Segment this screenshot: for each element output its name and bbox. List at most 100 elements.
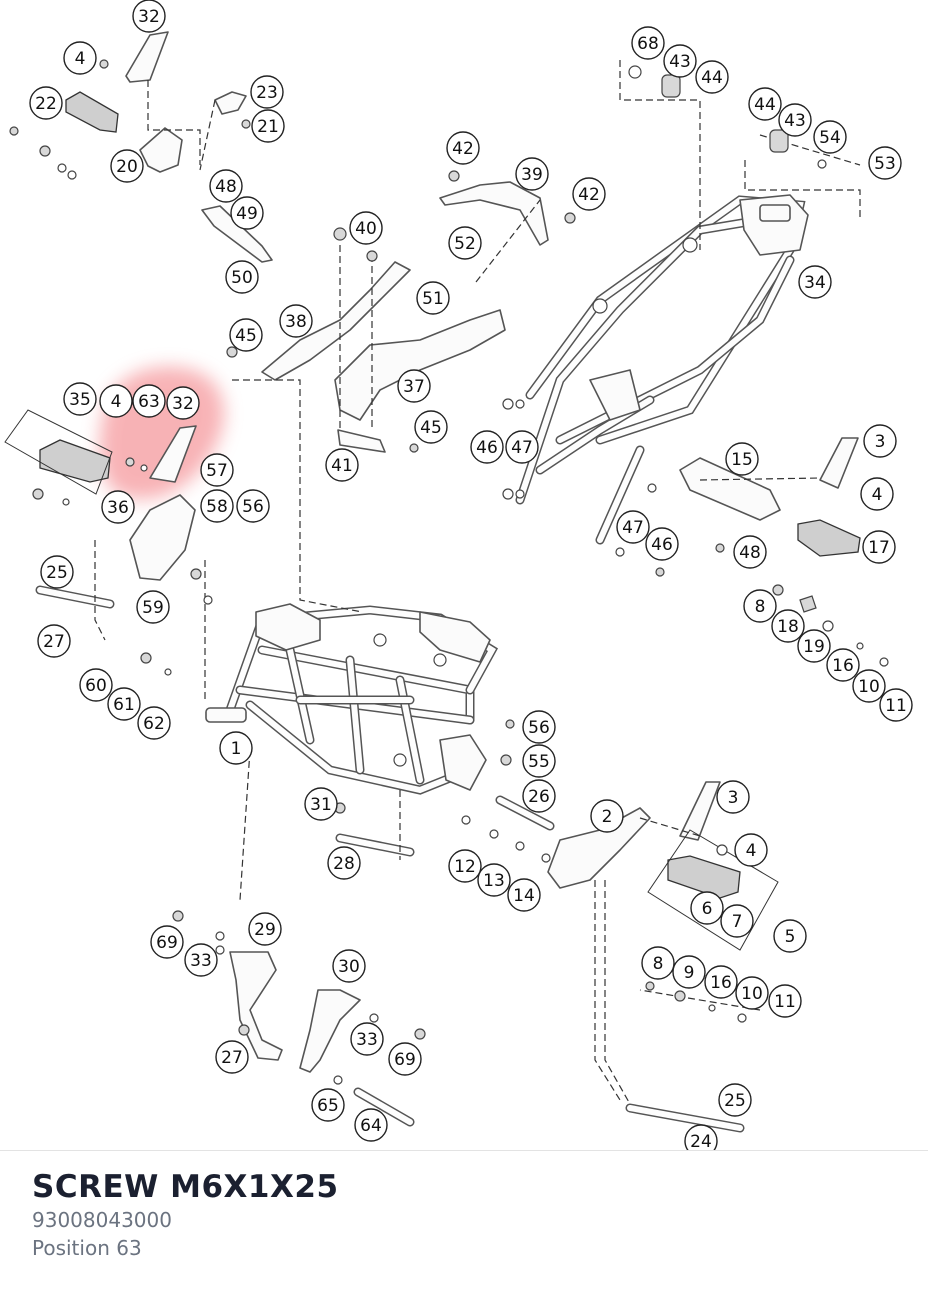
callout-9[interactable]: 9 — [672, 955, 706, 989]
callout-14[interactable]: 14 — [507, 878, 541, 912]
callout-2[interactable]: 2 — [590, 799, 624, 833]
callout-64[interactable]: 64 — [354, 1108, 388, 1142]
callout-47[interactable]: 47 — [616, 510, 650, 544]
callout-46[interactable]: 46 — [470, 430, 504, 464]
callout-31[interactable]: 31 — [304, 787, 338, 821]
right-front-footpeg-assembly[interactable] — [547, 781, 779, 951]
callout-34[interactable]: 34 — [798, 265, 832, 299]
left-rear-footpeg-assembly[interactable] — [4, 409, 197, 581]
callout-35[interactable]: 35 — [63, 382, 97, 416]
rear-subframe[interactable] — [515, 194, 809, 545]
callout-21[interactable]: 21 — [251, 109, 285, 143]
callout-7[interactable]: 7 — [720, 904, 754, 938]
callout-58[interactable]: 58 — [200, 489, 234, 523]
callout-33[interactable]: 33 — [184, 943, 218, 977]
callout-40[interactable]: 40 — [349, 211, 383, 245]
callout-30[interactable]: 30 — [332, 949, 366, 983]
callout-63[interactable]: 63 — [132, 384, 166, 418]
callout-47[interactable]: 47 — [505, 430, 539, 464]
callout-51[interactable]: 51 — [416, 281, 450, 315]
callout-43[interactable]: 43 — [778, 103, 812, 137]
callout-59[interactable]: 59 — [136, 590, 170, 624]
callout-45[interactable]: 45 — [229, 318, 263, 352]
callout-48[interactable]: 48 — [209, 169, 243, 203]
callout-16[interactable]: 16 — [704, 965, 738, 999]
callout-29[interactable]: 29 — [248, 912, 282, 946]
callout-13[interactable]: 13 — [477, 863, 511, 897]
callout-50[interactable]: 50 — [225, 260, 259, 294]
callout-24[interactable]: 24 — [684, 1124, 718, 1150]
callout-circle — [388, 1042, 422, 1076]
callout-22[interactable]: 22 — [29, 86, 63, 120]
left-front-footpeg-assembly[interactable] — [65, 31, 273, 263]
callout-32[interactable]: 32 — [166, 386, 200, 420]
callout-46[interactable]: 46 — [645, 527, 679, 561]
callout-32[interactable]: 32 — [132, 0, 166, 33]
callout-28[interactable]: 28 — [327, 846, 361, 880]
callout-48[interactable]: 48 — [733, 535, 767, 569]
callout-37[interactable]: 37 — [397, 369, 431, 403]
callout-10[interactable]: 10 — [852, 669, 886, 703]
callout-11[interactable]: 11 — [879, 688, 913, 722]
callout-56[interactable]: 56 — [522, 710, 556, 744]
main-frame[interactable] — [205, 603, 499, 795]
callout-61[interactable]: 61 — [107, 687, 141, 721]
callout-10[interactable]: 10 — [735, 976, 769, 1010]
callout-55[interactable]: 55 — [522, 744, 556, 778]
callout-42[interactable]: 42 — [446, 131, 480, 165]
callout-4[interactable]: 4 — [734, 833, 768, 867]
callout-8[interactable]: 8 — [743, 589, 777, 623]
callout-49[interactable]: 49 — [230, 196, 264, 230]
callout-18[interactable]: 18 — [771, 609, 805, 643]
callout-1[interactable]: 1 — [219, 731, 253, 765]
callout-19[interactable]: 19 — [797, 629, 831, 663]
callout-69[interactable]: 69 — [150, 925, 184, 959]
callout-39[interactable]: 39 — [515, 157, 549, 191]
callout-68[interactable]: 68 — [631, 26, 665, 60]
callout-60[interactable]: 60 — [79, 668, 113, 702]
callout-8[interactable]: 8 — [641, 946, 675, 980]
callout-number: 16 — [832, 656, 854, 676]
tank-bracket[interactable] — [261, 181, 549, 453]
callout-65[interactable]: 65 — [311, 1088, 345, 1122]
callout-3[interactable]: 3 — [863, 424, 897, 458]
callout-20[interactable]: 20 — [110, 149, 144, 183]
callout-44[interactable]: 44 — [748, 87, 782, 121]
callout-69[interactable]: 69 — [388, 1042, 422, 1076]
callout-4[interactable]: 4 — [63, 41, 97, 75]
callout-52[interactable]: 52 — [448, 226, 482, 260]
callout-23[interactable]: 23 — [250, 75, 284, 109]
right-rear-footpeg-assembly[interactable] — [679, 437, 861, 557]
callout-26[interactable]: 26 — [522, 779, 556, 813]
callout-5[interactable]: 5 — [773, 919, 807, 953]
callout-12[interactable]: 12 — [448, 849, 482, 883]
callout-41[interactable]: 41 — [325, 448, 359, 482]
callout-27[interactable]: 27 — [215, 1040, 249, 1074]
callout-4[interactable]: 4 — [860, 477, 894, 511]
callout-45[interactable]: 45 — [414, 410, 448, 444]
callout-4[interactable]: 4 — [99, 384, 133, 418]
callout-54[interactable]: 54 — [813, 120, 847, 154]
callout-38[interactable]: 38 — [279, 304, 313, 338]
callout-36[interactable]: 36 — [101, 490, 135, 524]
callout-number: 19 — [803, 637, 825, 657]
callout-44[interactable]: 44 — [695, 60, 729, 94]
callout-33[interactable]: 33 — [350, 1022, 384, 1056]
callout-27[interactable]: 27 — [37, 624, 71, 658]
callout-57[interactable]: 57 — [200, 453, 234, 487]
callout-43[interactable]: 43 — [663, 44, 697, 78]
callout-25[interactable]: 25 — [718, 1083, 752, 1117]
callout-11[interactable]: 11 — [768, 984, 802, 1018]
side-stand-brackets[interactable] — [35, 585, 745, 1133]
callout-42[interactable]: 42 — [572, 177, 606, 211]
callout-25[interactable]: 25 — [40, 555, 74, 589]
callout-16[interactable]: 16 — [826, 648, 860, 682]
callout-53[interactable]: 53 — [868, 146, 902, 180]
callout-3[interactable]: 3 — [716, 780, 750, 814]
callout-6[interactable]: 6 — [690, 891, 724, 925]
callout-62[interactable]: 62 — [137, 706, 171, 740]
callout-15[interactable]: 15 — [725, 442, 759, 476]
callout-17[interactable]: 17 — [862, 530, 896, 564]
callout-56[interactable]: 56 — [236, 489, 270, 523]
